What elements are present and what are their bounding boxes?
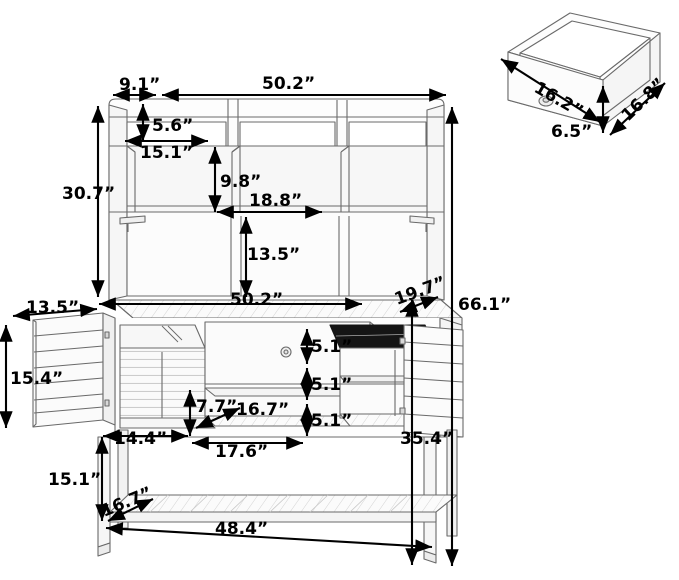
dim-line-48-4 [105,522,433,553]
label-66-1: 66.1” [458,295,511,315]
label-9-8: 9.8” [220,172,261,192]
label-9-1: 9.1” [119,75,160,95]
label-15-4: 15.4” [10,369,63,389]
label-18-8: 18.8” [249,191,302,211]
dim-line-16-2 [500,58,601,123]
label-5-1-b: 5.1” [311,375,352,395]
label-50-2-counter: 50.2” [230,290,283,310]
label-5-6: 5.6” [152,116,193,136]
label-15-1: 15.1” [140,143,193,163]
label-13-5-door: 13.5” [26,298,79,318]
label-50-2-top: 50.2” [262,74,315,94]
dim-line-16-7-bottom [107,498,154,522]
label-16-7-mid: 16.7” [236,400,289,420]
label-30-7: 30.7” [62,184,115,204]
label-35-4: 35.4” [400,429,453,449]
label-48-4: 48.4” [215,519,268,539]
label-7-7: 7.7” [196,397,237,417]
dim-line-13-5-door [12,303,98,322]
label-5-1-a: 5.1” [311,337,352,357]
dim-line-16-8 [609,82,666,136]
label-14-4: 14.4” [114,429,167,449]
label-15-1-under: 15.1” [48,470,101,490]
label-17-6: 17.6” [215,442,268,462]
dim-line-16-7-mid [195,407,241,429]
label-5-1-c: 5.1” [311,411,352,431]
label-6-5: 6.5” [551,122,592,142]
label-13-5-opening: 13.5” [247,245,300,265]
